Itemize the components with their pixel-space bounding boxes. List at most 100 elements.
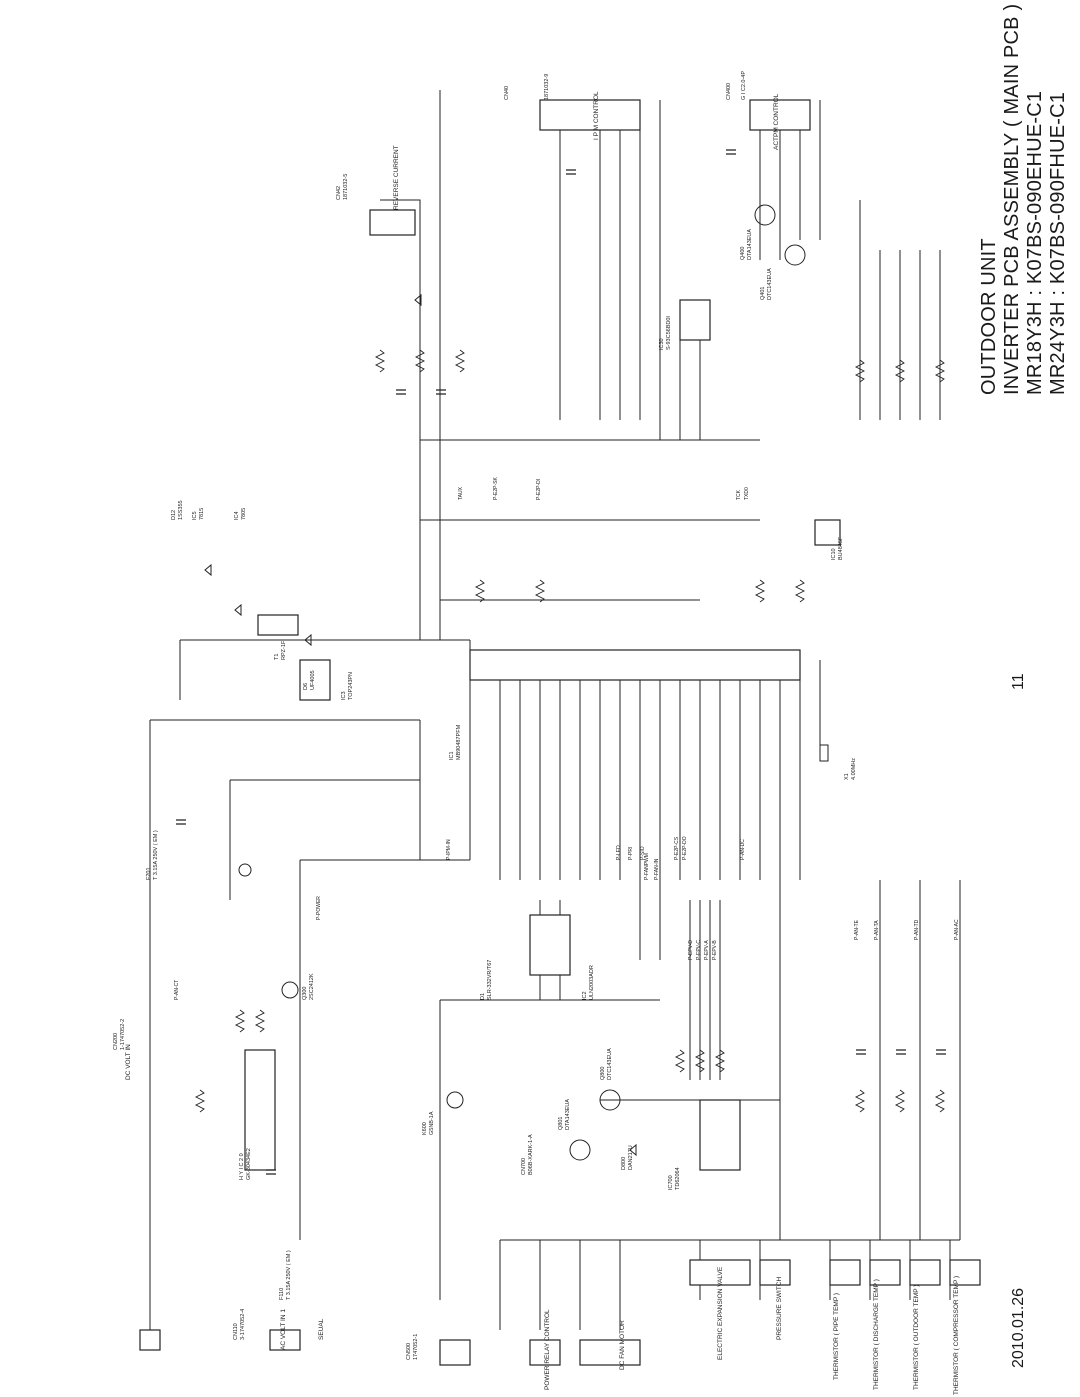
ic2-body bbox=[529, 914, 571, 976]
ic700-body bbox=[699, 1099, 741, 1171]
svg-text:P-E2P-DO: P-E2P-DO bbox=[682, 836, 688, 860]
svg-text:IC5: IC5 bbox=[192, 511, 198, 520]
svg-text:3-1747052-4: 3-1747052-4 bbox=[240, 1309, 246, 1340]
svg-text:Q401: Q401 bbox=[760, 287, 766, 300]
svg-text:DAN217U: DAN217U bbox=[628, 1145, 634, 1170]
svg-text:TD62064: TD62064 bbox=[675, 1167, 681, 1190]
connector-cn200 bbox=[139, 1329, 161, 1351]
svg-text:P-E2P-SK: P-E2P-SK bbox=[493, 477, 499, 500]
label-seual: SEUAL bbox=[318, 1318, 325, 1340]
svg-text:Q300: Q300 bbox=[302, 987, 308, 1000]
svg-text:Q400: Q400 bbox=[740, 247, 746, 260]
svg-text:P-AN-TA: P-AN-TA bbox=[874, 920, 880, 940]
svg-text:DTC143EUA: DTC143EUA bbox=[607, 1048, 613, 1080]
svg-text:D12: D12 bbox=[171, 510, 177, 520]
connector-cn500 bbox=[439, 1339, 471, 1366]
svg-text:IC700: IC700 bbox=[668, 1175, 674, 1190]
svg-text:CN400: CN400 bbox=[726, 83, 732, 100]
svg-text:Q800: Q800 bbox=[600, 1067, 606, 1080]
svg-text:IC30: IC30 bbox=[659, 338, 665, 350]
svg-text:CN200: CN200 bbox=[113, 1033, 119, 1050]
svg-text:P-AN-DC: P-AN-DC bbox=[740, 839, 746, 860]
svg-text:B06B-XARK-1-A: B06B-XARK-1-A bbox=[528, 1134, 534, 1175]
svg-text:P-AN-TD: P-AN-TD bbox=[914, 919, 920, 940]
connector-cn110 bbox=[269, 1329, 301, 1351]
svg-text:P-IPM-IN: P-IPM-IN bbox=[446, 839, 452, 860]
svg-text:UF4005: UF4005 bbox=[310, 670, 316, 690]
svg-text:1-1747052-2: 1-1747052-2 bbox=[120, 1019, 126, 1050]
svg-text:IC10: IC10 bbox=[831, 548, 837, 560]
svg-text:D6: D6 bbox=[303, 683, 309, 690]
svg-text:DTA143EUA: DTA143EUA bbox=[565, 1099, 571, 1130]
connector-cn63 bbox=[869, 1259, 901, 1286]
ic3-body bbox=[299, 659, 331, 701]
svg-text:TCK: TCK bbox=[736, 489, 742, 500]
label-electric-expansion-valve: ELECTRIC EXPANSION VALVE bbox=[717, 1266, 724, 1360]
svg-text:IC2: IC2 bbox=[582, 991, 588, 1000]
connector-cn40 bbox=[539, 99, 641, 131]
svg-text:P-FAN-IN: P-FAN-IN bbox=[654, 858, 660, 880]
svg-text:RPZ-1F: RPZ-1F bbox=[281, 640, 287, 660]
svg-text:S-93C56BD0I: S-93C56BD0I bbox=[666, 316, 672, 350]
connector-cn64 bbox=[949, 1259, 981, 1286]
label-power-relay-control: POWER RELAY CONTROL bbox=[544, 1309, 551, 1390]
label-thermistor-compressor: THERMISTOR ( COMPRESSOR TEMP ) bbox=[953, 1276, 960, 1395]
svg-text:P-E2P-DI: P-E2P-DI bbox=[536, 479, 542, 500]
svg-text:BU4845F: BU4845F bbox=[838, 536, 844, 560]
label-pressure-switch: PRESSURE SWITCH bbox=[776, 1276, 783, 1340]
svg-text:TOP243PN: TOP243PN bbox=[348, 672, 354, 700]
svg-text:CN42: CN42 bbox=[336, 186, 342, 200]
connector-cn80 bbox=[759, 1259, 791, 1286]
connector-cn62 bbox=[909, 1259, 941, 1286]
connector-cn65 bbox=[829, 1259, 861, 1286]
svg-text:1871032-9: 1871032-9 bbox=[544, 74, 550, 100]
svg-text:T 3.15A 250V ( EM ): T 3.15A 250V ( EM ) bbox=[286, 1250, 292, 1300]
svg-text:1SS355: 1SS355 bbox=[178, 500, 184, 520]
transformer-t1 bbox=[257, 614, 299, 636]
svg-text:P-EPV-A: P-EPV-A bbox=[704, 940, 710, 960]
svg-text:7815: 7815 bbox=[199, 508, 205, 520]
svg-text:CN110: CN110 bbox=[233, 1323, 239, 1340]
svg-text:P-FANPWM: P-FANPWM bbox=[644, 853, 650, 880]
hyic-body bbox=[244, 1049, 276, 1171]
svg-text:1747052-1: 1747052-1 bbox=[413, 1334, 419, 1360]
label-ipm-control: I P M CONTROL bbox=[593, 91, 600, 140]
label-dc-fan-motor: DC FAN MOTOR bbox=[619, 1320, 626, 1370]
label-thermistor-outdoor: THERMISTOR ( OUTDOOR TEMP ) bbox=[913, 1285, 920, 1390]
svg-text:SLR-332VR/T67: SLR-332VR/T67 bbox=[487, 960, 493, 1000]
svg-text:IC4: IC4 bbox=[234, 511, 240, 520]
svg-text:IC3: IC3 bbox=[341, 691, 347, 700]
svg-text:ULN2003ADR: ULN2003ADR bbox=[589, 965, 595, 1000]
svg-text:IC1: IC1 bbox=[449, 751, 455, 760]
connector-cn1 bbox=[529, 1339, 561, 1366]
svg-text:P-POWER: P-POWER bbox=[316, 896, 322, 920]
label-dc-volt-in: DC VOLT IN bbox=[125, 1044, 132, 1080]
connector-cn700 bbox=[689, 1259, 751, 1286]
svg-text:2SC2412K: 2SC2412K bbox=[309, 973, 315, 1000]
svg-text:K600: K600 bbox=[422, 1122, 428, 1135]
svg-text:P-EPV-C: P-EPV-C bbox=[696, 940, 702, 960]
ic10-body bbox=[814, 519, 841, 546]
svg-text:Q801: Q801 bbox=[558, 1117, 564, 1130]
svg-text:P-PRI: P-PRI bbox=[628, 847, 634, 860]
svg-text:CN500: CN500 bbox=[406, 1343, 412, 1360]
svg-text:X1: X1 bbox=[844, 773, 850, 780]
svg-text:G I C2.0-4P: G I C2.0-4P bbox=[741, 71, 747, 100]
svg-text:P-AN-TE: P-AN-TE bbox=[854, 919, 860, 940]
svg-text:1871032-5: 1871032-5 bbox=[343, 174, 349, 200]
svg-text:D800: D800 bbox=[621, 1157, 627, 1170]
svg-text:P-AN-AC: P-AN-AC bbox=[954, 919, 960, 940]
svg-text:F201: F201 bbox=[146, 867, 152, 880]
svg-text:T1: T1 bbox=[274, 654, 280, 660]
svg-text:P-E2P-CS: P-E2P-CS bbox=[674, 836, 680, 860]
svg-text:P-EPV-B: P-EPV-B bbox=[712, 940, 718, 960]
svg-text:P-EPV-D: P-EPV-D bbox=[688, 940, 694, 960]
svg-text:DTA143EUA: DTA143EUA bbox=[747, 229, 753, 260]
crystal-x1 bbox=[819, 744, 829, 762]
svg-text:MB90487PFM: MB90487PFM bbox=[456, 724, 462, 760]
svg-text:F110: F110 bbox=[279, 1288, 285, 1300]
svg-text:H Y I C 2 0: H Y I C 2 0 bbox=[239, 1153, 245, 1180]
label-actpm-control: ACTPM CONTROL bbox=[773, 93, 780, 150]
